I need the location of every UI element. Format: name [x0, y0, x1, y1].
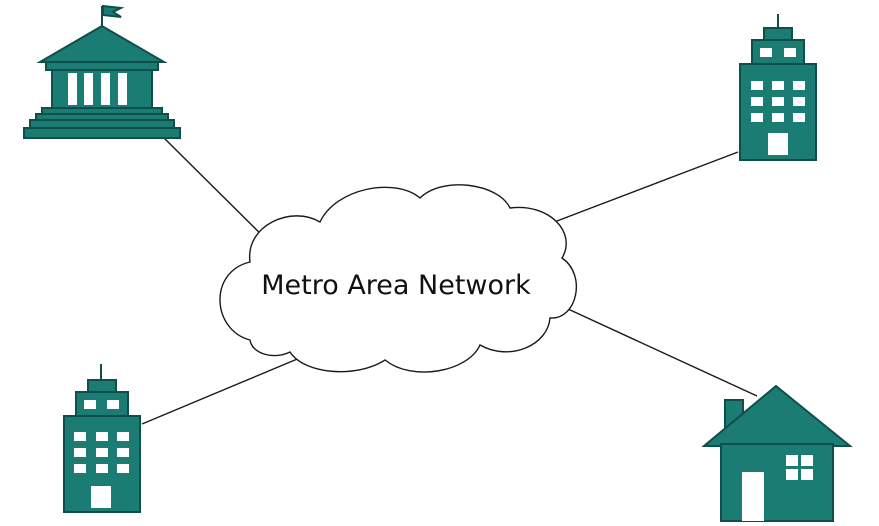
house-bottom-right-icon	[701, 384, 853, 522]
network-cloud: Metro Area Network	[219, 184, 577, 373]
link-office-tower-bottom-left	[141, 346, 327, 425]
link-office-tower-top-right	[527, 151, 739, 233]
office-tower-top-right-icon	[739, 14, 817, 161]
office-tower-bottom-left-icon	[63, 364, 141, 513]
government-building-icon	[23, 4, 181, 139]
link-house-bottom-right	[567, 308, 758, 397]
cloud-label: Metro Area Network	[261, 270, 531, 301]
